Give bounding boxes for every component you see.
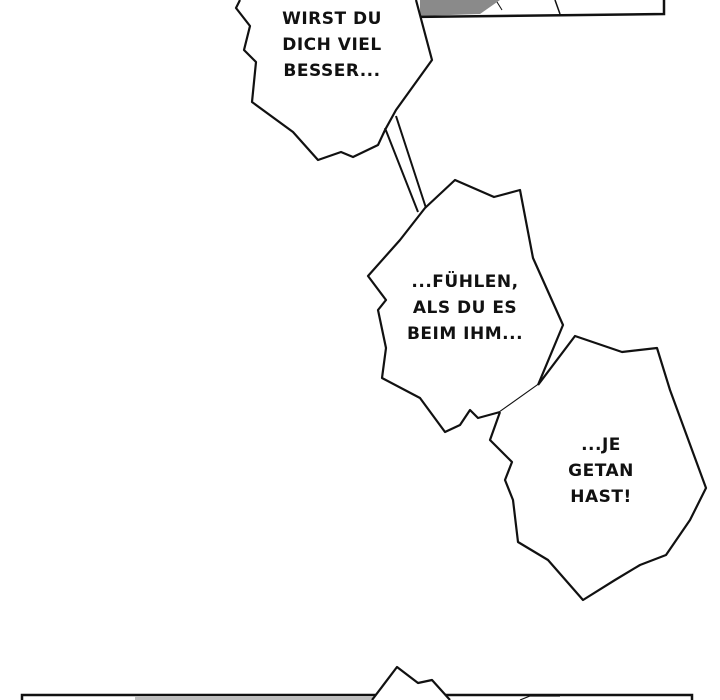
bubble-2-line-3: BEIM IHM... (406, 324, 524, 344)
bubble-connector (384, 115, 427, 213)
bubble-1-line-2: DICH VIEL (282, 35, 382, 55)
bubble-1-line-3: BESSER... (283, 61, 381, 81)
bubble-2-line-1: ...FÜHLEN, (411, 272, 519, 292)
speech-bubble-1 (234, 0, 434, 162)
speech-bubble-3 (488, 334, 708, 602)
bubble-3-line-3: HAST! (570, 487, 632, 507)
top-panel (408, 0, 666, 19)
speech-bubble-2 (366, 178, 565, 434)
bottom-panel (20, 665, 694, 700)
bubble-1-text: WIRST DU DICH VIEL BESSER... (270, 6, 394, 84)
bubble-3-text: ...JE GETAN HAST! (556, 432, 646, 510)
bubble-3-line-2: GETAN (568, 461, 634, 481)
bubble-2-line-2: ALS DU ES (412, 298, 518, 318)
bubble-1-line-1: WIRST DU (282, 9, 382, 29)
bubble-2-text: ...FÜHLEN, ALS DU ES BEIM IHM... (398, 269, 532, 347)
bubble-3-line-1: ...JE (581, 435, 621, 455)
